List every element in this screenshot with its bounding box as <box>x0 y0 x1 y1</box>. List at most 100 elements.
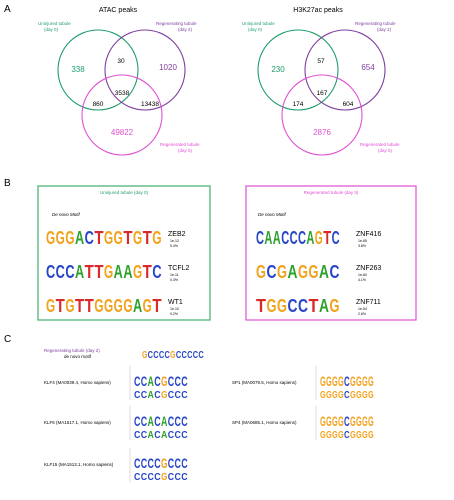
logo-letter: G <box>142 350 148 361</box>
logo-letter: A <box>75 262 84 282</box>
logo-letter: C <box>344 373 350 389</box>
h3k27ac-circle-regenerating <box>304 29 386 111</box>
atac-count-regenerating-regenerated: 13438 <box>141 101 159 108</box>
logo-letter: G <box>368 413 374 429</box>
logo-letter: G <box>368 430 374 441</box>
logo-letter: T <box>75 296 84 316</box>
logo-letter: C <box>181 455 187 471</box>
logo-letter: G <box>46 296 55 316</box>
logo-letter: G <box>123 296 132 316</box>
logo-letter: G <box>338 413 344 429</box>
logo-letter: A <box>148 373 154 389</box>
logo-letter: G <box>161 373 167 389</box>
logo-letter: G <box>104 228 113 248</box>
logo-letter: A <box>161 430 167 441</box>
logo-letter: T <box>143 262 152 282</box>
logo-letter: A <box>114 262 123 282</box>
logo-letter: A <box>148 413 154 429</box>
logo-letter: G <box>356 413 362 429</box>
atac-circle-regenerating <box>104 29 186 111</box>
logo-letter: A <box>161 413 167 429</box>
h3k27ac-count-regenerating-regenerated: 604 <box>343 101 354 108</box>
atac-label-regenerated-day: (day 5) <box>178 148 193 153</box>
logo-letter: C <box>46 262 55 282</box>
motif-match-label: SP4 (MA0685.1, Homo sapiens) <box>232 420 297 425</box>
atac-count-uninjured-only: 338 <box>71 65 85 74</box>
motif-pvalue: 1e-60 <box>358 273 367 277</box>
logo-letter: C <box>181 390 187 401</box>
atac-label-uninjured: Uninjured tubule <box>38 21 71 26</box>
logo-letter: A <box>133 296 142 316</box>
h3k27ac-title: H3K27ac peaks <box>293 7 343 14</box>
motif-pvalue: 1e-12 <box>170 239 179 243</box>
h3k27ac-label-uninjured-day: (day 0) <box>248 27 263 32</box>
motif-match-label: SP1 (MA0079.5, Homo sapiens) <box>232 380 297 385</box>
logo-letter: A <box>306 228 314 248</box>
h3k27ac-label-uninjured: Uninjured tubule <box>242 21 275 26</box>
logo-letter: G <box>277 262 287 282</box>
logo-letter: C <box>154 455 160 471</box>
logo-letter: G <box>362 413 368 429</box>
logo-letter: G <box>161 455 167 471</box>
logo-letter: T <box>56 296 65 316</box>
logo-letter: T <box>85 296 94 316</box>
logo-letter: G <box>170 350 176 361</box>
panel-c-header-line1: Regenerating tubule (day 2) <box>44 348 100 353</box>
regenerated-motif-subtitle: De novo Motif <box>258 212 287 217</box>
atac-count-uninjured-regenerating: 30 <box>117 58 125 65</box>
logo-letter: C <box>181 430 187 441</box>
logo-letter: G <box>104 296 113 316</box>
logo-letter: G <box>267 296 277 316</box>
logo-letter: C <box>168 390 174 401</box>
logo-letter: G <box>133 262 142 282</box>
logo-letter: C <box>198 350 203 361</box>
logo-letter: G <box>94 296 103 316</box>
motif-match-label: KLF4 (MA0039.4, Homo sapiens) <box>44 380 111 385</box>
logo-letter: G <box>65 228 74 248</box>
logo-letter: A <box>75 228 84 248</box>
logo-letter: C <box>134 455 140 471</box>
logo-letter: G <box>356 430 362 441</box>
logo-letter: G <box>161 390 168 401</box>
motif-percent: 3.8% <box>358 244 366 248</box>
h3k27ac-count-uninjured-regenerating: 57 <box>317 58 325 65</box>
logo-letter: G <box>332 413 338 429</box>
logo-letter: C <box>85 228 94 248</box>
logo-letter: T <box>152 296 161 316</box>
motif-percent: 0.4% <box>170 244 178 248</box>
logo-letter: A <box>148 430 154 441</box>
atac-title: ATAC peaks <box>99 7 138 14</box>
regenerated-motif-box <box>245 185 417 321</box>
logo-letter: T <box>309 296 319 316</box>
motif-percent: 4.1% <box>358 278 366 282</box>
logo-letter: A <box>319 296 329 316</box>
logo-letter: G <box>350 430 356 441</box>
logo-letter: C <box>141 430 147 441</box>
panel-b-letter: B <box>4 178 11 189</box>
logo-letter: A <box>123 262 132 282</box>
logo-letter: G <box>326 413 332 429</box>
atac-circle-uninjured <box>57 29 139 111</box>
logo-letter: C <box>65 262 74 282</box>
h3k27ac-count-regenerated-only: 2876 <box>313 128 331 137</box>
logo-letter: C <box>193 350 198 361</box>
logo-letter: C <box>168 472 174 483</box>
logo-letter: C <box>267 262 277 282</box>
logo-letter: C <box>168 373 174 389</box>
logo-letter: C <box>175 373 181 389</box>
logo-letter: G <box>332 430 338 441</box>
logo-letter: C <box>165 350 170 361</box>
